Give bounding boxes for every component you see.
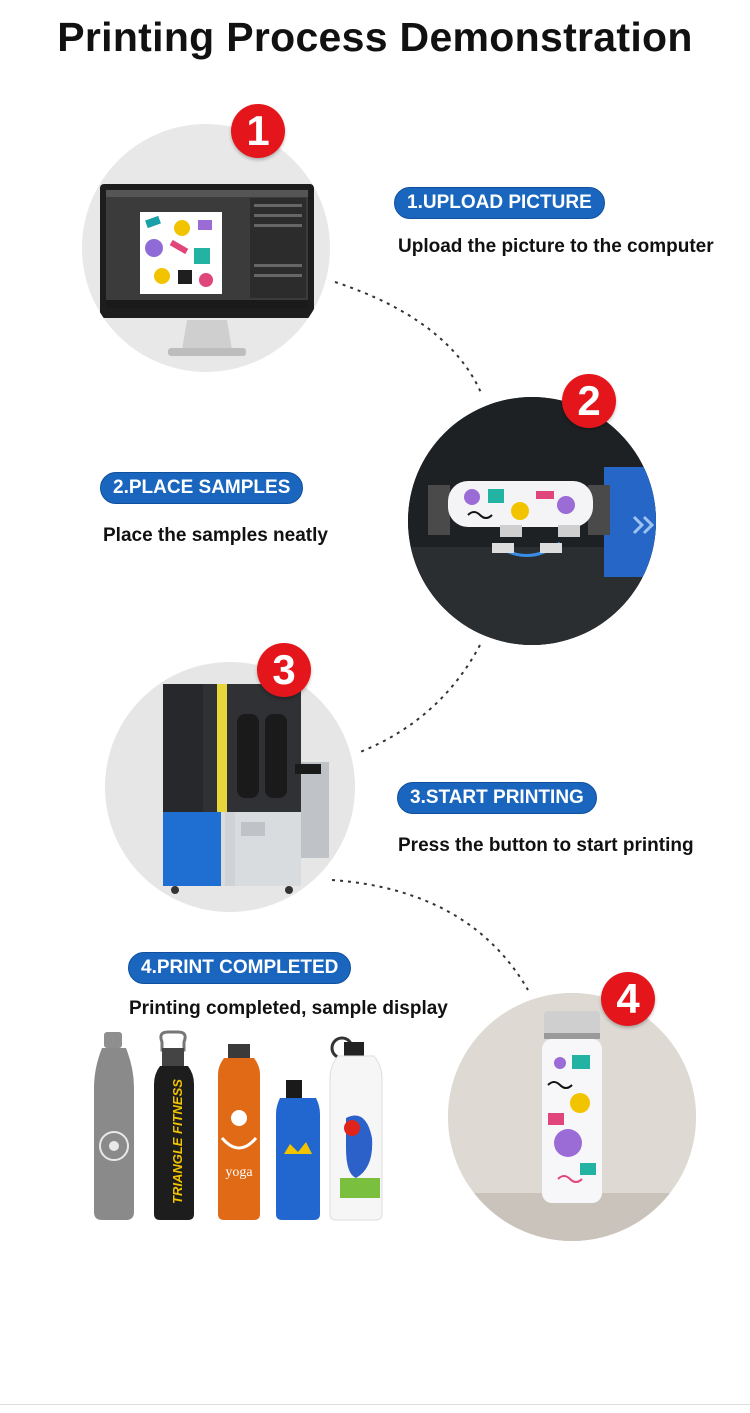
step-1-description: Upload the picture to the computer	[398, 236, 714, 257]
step-1-label: 1.UPLOAD PICTURE	[394, 187, 605, 219]
step-2-description: Place the samples neatly	[103, 525, 328, 546]
black-bottle-icon: TRIANGLE FITNESS	[154, 1030, 194, 1220]
blue-bottle-icon	[276, 1080, 320, 1220]
step-3-label: 3.START PRINTING	[397, 782, 597, 814]
white-bottle-icon	[329, 1036, 383, 1221]
page-title: Printing Process Demonstration	[57, 14, 693, 60]
bottle-3-text: yoga	[225, 1165, 253, 1180]
step-2-number: 2	[562, 374, 616, 428]
step-1-image	[82, 124, 330, 372]
step-3-number: 3	[257, 643, 311, 697]
step-3-image	[105, 662, 355, 912]
rotary-fixture-icon	[408, 397, 656, 645]
printer-machine-icon	[163, 684, 329, 894]
sample-bottles: TRIANGLE FITNESS yoga	[94, 1030, 383, 1221]
orange-bottle-icon: yoga	[218, 1044, 260, 1220]
step-4-description: Printing completed, sample display	[129, 998, 448, 1019]
step-4-label: 4.PRINT COMPLETED	[128, 952, 352, 984]
step-4-image	[448, 993, 696, 1241]
step-2-label: 2.PLACE SAMPLES	[100, 472, 304, 504]
step-4-number: 4	[601, 972, 655, 1026]
bottom-divider	[0, 1404, 750, 1405]
step-1-number: 1	[231, 104, 285, 158]
bottle-2-text: TRIANGLE FITNESS	[170, 1079, 185, 1204]
printed-bottle-icon	[448, 993, 696, 1241]
gray-bottle-icon	[94, 1032, 134, 1220]
computer-monitor-icon	[100, 184, 314, 356]
step-3-description: Press the button to start printing	[398, 835, 694, 856]
step-2-image	[408, 397, 656, 645]
